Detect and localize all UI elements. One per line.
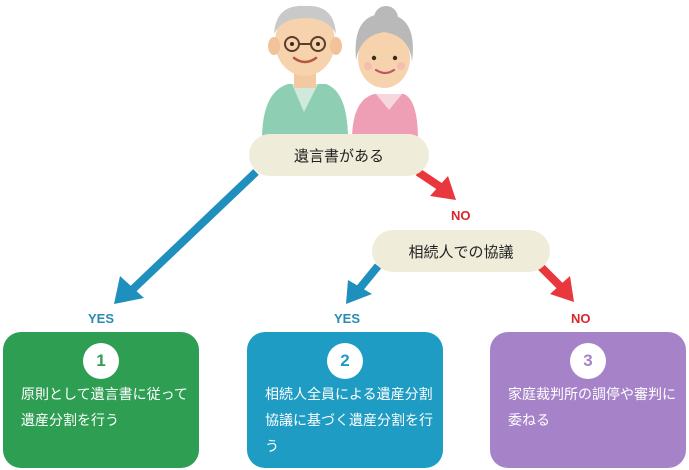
outcome-text-2: 相続人全員による遺産分割協議に基づく遺産分割を行う xyxy=(265,387,433,455)
decision-has-will: 遺言書がある xyxy=(249,134,429,176)
no-label-2: NO xyxy=(571,311,591,326)
decision-heir-consultation: 相続人での協議 xyxy=(372,230,550,272)
outcome-text-3: 家庭裁判所の調停や審判に委ねる xyxy=(508,387,676,429)
yes-arrow-2 xyxy=(346,263,382,304)
decision-heir-consultation-label: 相続人での協議 xyxy=(408,242,514,261)
decision-has-will-label: 遺言書がある xyxy=(293,146,384,165)
yes-arrow-1 xyxy=(114,169,259,304)
yes-label-1: YES xyxy=(88,311,115,326)
outcome-text-1: 原則として遺言書に従って遺産分割を行う xyxy=(21,387,188,429)
no-arrow-1 xyxy=(415,168,456,200)
no-arrow-2 xyxy=(537,263,574,302)
outcome-number-2: 2 xyxy=(327,343,363,379)
outcome-number-1: 1 xyxy=(83,343,119,379)
outcome-number-3: 3 xyxy=(570,343,606,379)
outcome-box-1: 1 原則として遺言書に従って遺産分割を行う xyxy=(3,332,199,468)
yes-label-2: YES xyxy=(334,311,361,326)
outcome-box-2: 2 相続人全員による遺産分割協議に基づく遺産分割を行う xyxy=(247,332,443,468)
no-label-1: NO xyxy=(451,208,471,223)
outcome-box-3: 3 家庭裁判所の調停や審判に委ねる xyxy=(490,332,686,468)
